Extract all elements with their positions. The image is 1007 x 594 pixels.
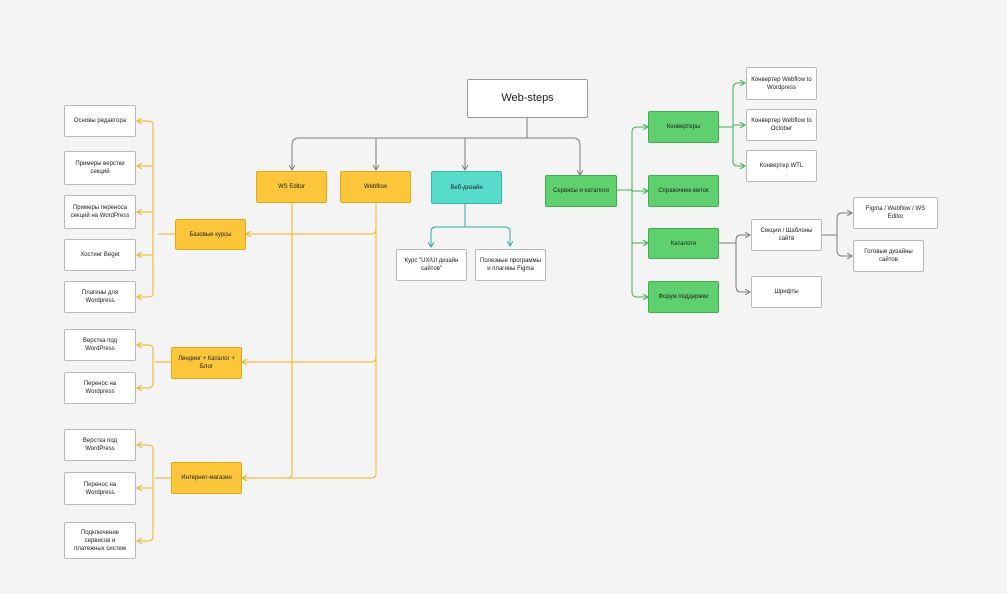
node-label: Полезные программы и плагины Figma bbox=[480, 258, 541, 272]
node-catalogs[interactable]: Каталоги bbox=[648, 228, 719, 259]
node-label: Примеры переноса секций на WordPress bbox=[70, 205, 130, 219]
node-label: Курс "UX/UI дизайн сайтов" bbox=[404, 258, 459, 272]
node-label: Конвертер Webflow to Wordpress bbox=[751, 76, 812, 91]
node-ws-editor[interactable]: WS Editor bbox=[256, 171, 327, 203]
yellow-connectors bbox=[137, 121, 377, 541]
node-figma-webflow[interactable]: Figma / Webflow / WS Editor bbox=[853, 197, 938, 229]
node-plugins[interactable]: Плагины для Wordpress bbox=[64, 281, 136, 313]
node-label: Плагины для Wordpress bbox=[81, 290, 119, 304]
node-label: Интернет-магазин bbox=[181, 475, 232, 481]
node-shop-transfer[interactable]: Перенос на Wordpress bbox=[64, 472, 136, 505]
node-web-design[interactable]: Веб-дизайн bbox=[431, 171, 502, 204]
node-label: Webflow bbox=[364, 184, 387, 190]
node-label: Базовые курсы bbox=[189, 231, 232, 238]
node-label: Перенос на Wordpress bbox=[83, 481, 117, 496]
node-label: Справочник меток bbox=[658, 188, 709, 194]
node-conv-wtl[interactable]: Конвертер WTL bbox=[746, 150, 817, 182]
node-label: Секции / Шаблоны сайтв bbox=[760, 228, 813, 242]
node-label: Сервисы и каталоги bbox=[553, 188, 609, 194]
node-label: Веб-дизайн bbox=[450, 184, 483, 191]
node-services[interactable]: Сервисы и каталоги bbox=[545, 175, 617, 207]
node-label: Основы редактора bbox=[73, 118, 127, 124]
node-conv-wp[interactable]: Конвертер Webflow to Wordpress bbox=[746, 67, 817, 100]
node-transfer-examples[interactable]: Примеры переноса секций на WordPress bbox=[64, 195, 136, 229]
node-webflow[interactable]: Webflow bbox=[340, 171, 411, 203]
node-layout-examples[interactable]: Примеры верстки секций bbox=[64, 151, 136, 185]
node-label: Форум поддержки bbox=[658, 294, 709, 300]
node-shop[interactable]: Интернет-магазин bbox=[171, 462, 242, 494]
node-conv-october[interactable]: Конвертер Webflow to October bbox=[746, 109, 817, 141]
node-tags-ref[interactable]: Справочник меток bbox=[648, 175, 719, 207]
node-label: Готовые дизайны сайтов bbox=[864, 249, 913, 263]
node-label: Лендинг + Каталог + Блог bbox=[178, 356, 235, 370]
node-label: Верстка под WordPress bbox=[82, 438, 118, 452]
node-converters[interactable]: Конвертеры bbox=[648, 111, 719, 143]
node-label: Шрифты bbox=[774, 289, 799, 295]
node-shop-payments[interactable]: Подключение сервисов и платежных систем bbox=[64, 522, 136, 559]
catalog-connectors bbox=[719, 213, 852, 292]
root-node-label: Web-steps bbox=[501, 92, 554, 104]
node-forum[interactable]: Форум поддержки bbox=[648, 281, 719, 313]
node-editor-basics[interactable]: Основы редактора bbox=[64, 105, 136, 137]
node-useful-programs[interactable]: Полезные программы и плагины Figma bbox=[475, 249, 546, 281]
node-fonts[interactable]: Шрифты bbox=[751, 276, 822, 308]
node-label: Конвертер WTL bbox=[759, 163, 804, 169]
node-label: Примеры верстки секций bbox=[75, 161, 125, 175]
node-label: Перенос на Wordpress bbox=[83, 381, 117, 395]
node-label: Figma / Webflow / WS Editor bbox=[865, 206, 926, 220]
teal-connectors bbox=[431, 204, 510, 247]
node-ready-designs[interactable]: Готовые дизайны сайтов bbox=[853, 240, 924, 272]
node-shop-layout[interactable]: Верстка под WordPress bbox=[64, 429, 136, 461]
node-label: WS Editor bbox=[277, 184, 305, 190]
node-uxui-course[interactable]: Курс "UX/UI дизайн сайтов" bbox=[396, 249, 467, 281]
node-sections-templates[interactable]: Секции / Шаблоны сайтв bbox=[751, 219, 822, 251]
node-landing-transfer[interactable]: Перенос на Wordpress bbox=[64, 372, 136, 404]
node-landing[interactable]: Лендинг + Каталог + Блог bbox=[171, 347, 242, 379]
node-label: Конвертеры bbox=[666, 124, 701, 130]
root-node[interactable]: Web-steps bbox=[467, 79, 588, 118]
node-hosting[interactable]: Хостинг Beget bbox=[64, 239, 136, 271]
node-label: Хостинг Beget bbox=[80, 252, 120, 258]
node-label: Подключение сервисов и платежных систем bbox=[74, 529, 126, 552]
root-connectors bbox=[292, 118, 580, 175]
node-label: Конвертер Webflow to October bbox=[751, 118, 812, 132]
node-label: Верстка под WordPress bbox=[82, 338, 118, 352]
node-landing-layout[interactable]: Верстка под WordPress bbox=[64, 329, 136, 361]
green-connectors bbox=[617, 83, 745, 297]
node-label: Каталоги bbox=[670, 240, 697, 247]
node-base-courses[interactable]: Базовые курсы bbox=[175, 219, 246, 250]
